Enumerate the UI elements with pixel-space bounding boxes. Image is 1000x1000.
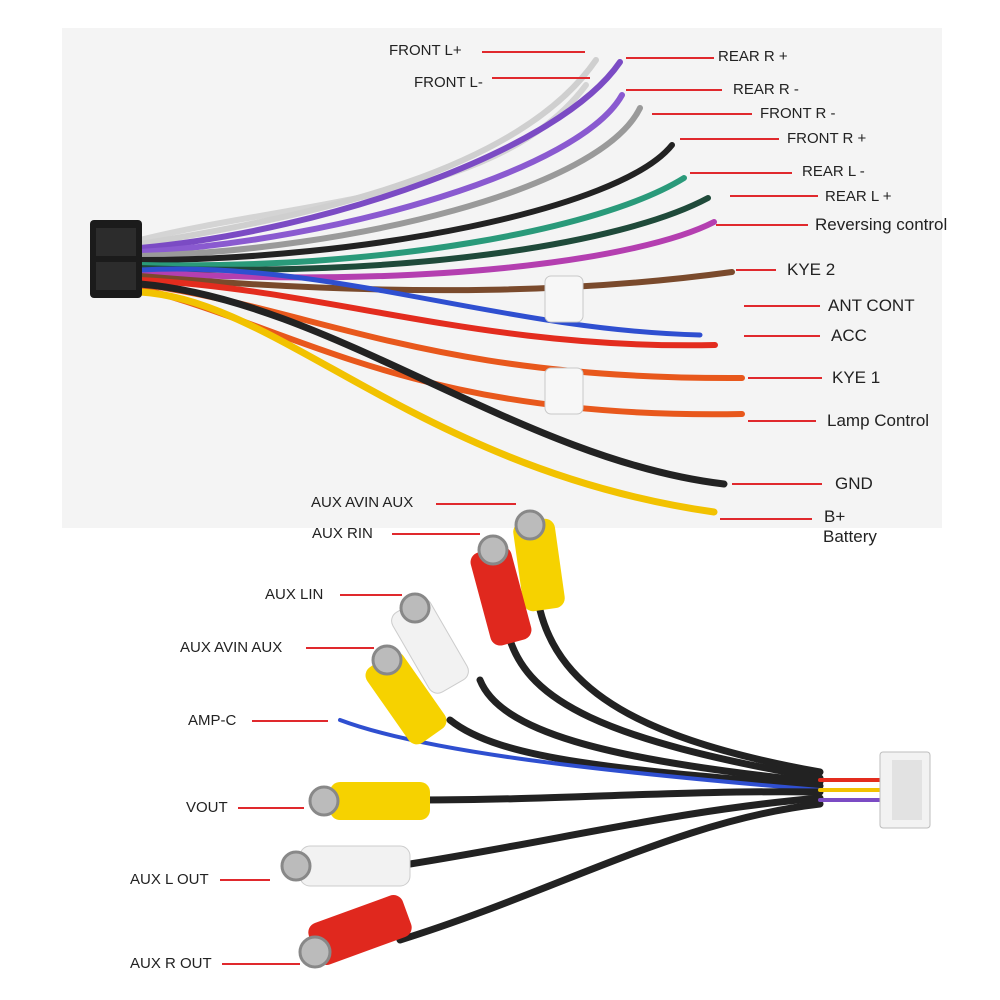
label-reversing-control: Reversing control [815,215,948,234]
upper-wires [136,57,745,516]
upper-connector [90,220,142,298]
label-front-l-plus: FRONT L+ [389,42,462,59]
wire-front-r-minus [137,105,643,259]
label-aux-lin: AUX LIN [265,586,324,603]
label-vout: VOUT [186,799,228,816]
lower-wires [338,606,902,944]
label-aux-avin-aux-top: AUX AVIN AUX [311,494,414,511]
label-b-plus: B+ [824,507,846,526]
label-battery: Battery [823,527,877,546]
label-amp-c: AMP-C [188,712,237,729]
lower-connector [879,751,931,829]
label-rear-r-minus: REAR R - [733,81,799,98]
label-aux-rin: AUX RIN [312,525,373,542]
wire-acc [137,277,718,349]
rca-yellow-top [513,509,565,612]
label-lamp-control: Lamp Control [827,411,930,430]
wire-reversing [137,219,717,281]
rca-yellow-vout [308,782,430,820]
rca-plugs [280,509,565,969]
label-acc: ACC [831,326,867,345]
wire-front-l-minus [137,57,599,247]
rca-white-lin [391,592,469,694]
rca-white-lout [280,845,411,887]
wire-gnd [136,280,728,488]
label-ant-cont: ANT CONT [828,296,915,315]
wire-front-r-plus [137,142,675,263]
lower-label-lines [220,503,516,965]
wire-kye2 [137,269,735,294]
wire-rear-r-minus [137,92,625,255]
label-front-l-minus: FRONT L- [414,74,483,91]
wire-rear-r-plus [137,59,623,251]
label-gnd: GND [835,474,873,493]
label-aux-l-out: AUX L OUT [130,871,209,888]
rca-yellow-avin [365,644,447,745]
wire-rear-l-minus [137,175,687,269]
label-rear-l-minus: REAR L - [802,163,865,180]
label-rear-r-plus: REAR R + [718,48,788,65]
rca-red-rout [298,895,412,969]
upper-label-lines [482,51,822,520]
label-rear-l-plus: REAR L + [825,188,892,205]
rca-red-top [470,534,532,646]
label-front-r-plus: FRONT R + [787,130,867,147]
label-kye-1: KYE 1 [832,368,881,387]
wire-ant-cont [137,266,703,338]
label-aux-avin-aux: AUX AVIN AUX [180,639,283,656]
label-front-r-minus: FRONT R - [760,105,836,122]
wire-battery [136,288,718,516]
label-kye-2: KYE 2 [787,260,836,279]
wire-tags [544,275,584,415]
label-aux-r-out: AUX R OUT [130,955,212,972]
